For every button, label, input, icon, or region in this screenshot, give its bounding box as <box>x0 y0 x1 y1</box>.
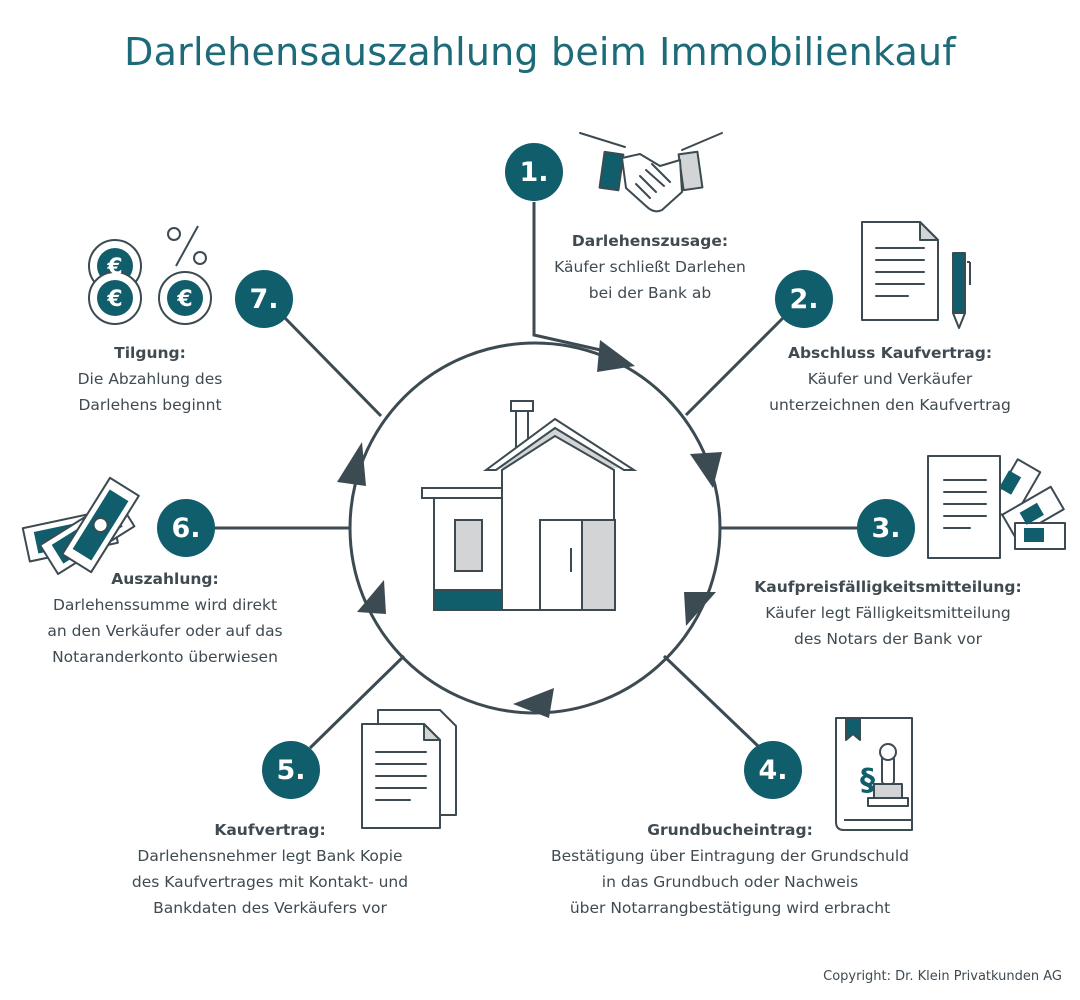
step-1-text: Darlehenszusage: Käufer schließt Darlehe… <box>530 228 770 306</box>
svg-text:€: € <box>176 287 192 312</box>
step-5-text: Kaufvertrag: Darlehensnehmer legt Bank K… <box>105 817 435 921</box>
house-icon <box>421 400 638 611</box>
step-3-text: Kaufpreisfälligkeitsmitteilung: Käufer l… <box>738 574 1038 652</box>
step-3-badge: 3. <box>857 499 915 557</box>
connector-step-2 <box>684 316 785 417</box>
step-5-description: Darlehensnehmer legt Bank Kopie des Kauf… <box>131 847 409 917</box>
page-title: Darlehensauszahlung beim Immobilienkauf <box>124 30 956 74</box>
banknotes-icon <box>21 476 140 575</box>
cycle-arrow <box>684 592 716 626</box>
step-7-badge: 7. <box>235 270 293 328</box>
step-2-heading: Abschluss Kaufvertrag: <box>787 344 993 362</box>
step-1-description: Käufer schließt Darlehen bei der Bank ab <box>554 258 746 302</box>
contract-pen-icon <box>861 221 971 329</box>
connector-step-1 <box>532 202 606 353</box>
step-2-description: Käufer und Verkäufer unterzeichnen den K… <box>769 370 1011 414</box>
euro-coins-percent-icon: € € € <box>88 225 212 325</box>
svg-text:€: € <box>106 287 122 312</box>
step-7-description: Die Abzahlung des Darlehens beginnt <box>77 370 223 414</box>
step-3-description: Käufer legt Fälligkeitsmitteilung des No… <box>765 604 1011 648</box>
step-2-text: Abschluss Kaufvertrag: Käufer und Verkäu… <box>740 340 1040 418</box>
cycle-arrow <box>337 442 366 486</box>
step-5-heading: Kaufvertrag: <box>214 821 326 839</box>
connector-step-4 <box>662 654 760 748</box>
step-1-badge: 1. <box>505 143 563 201</box>
step-6-description: Darlehenssumme wird direkt an den Verkäu… <box>47 596 283 666</box>
cycle-arrow <box>357 580 386 614</box>
step-4-heading: Grundbucheintrag: <box>647 821 813 839</box>
cycle-arrow <box>597 340 635 372</box>
step-6-heading: Auszahlung: <box>111 570 219 588</box>
svg-text:€: € <box>106 255 122 280</box>
step-4-description: Bestätigung über Eintragung der Grundsch… <box>550 847 909 917</box>
step-4-badge: 4. <box>744 741 802 799</box>
handshake-icon <box>579 132 723 213</box>
step-7-heading: Tilgung: <box>114 344 186 362</box>
step-2-badge: 2. <box>775 270 833 328</box>
cycle-arrow <box>690 452 722 488</box>
document-money-icon <box>927 455 1066 559</box>
connector-step-5 <box>308 654 406 750</box>
step-6-badge: 6. <box>157 499 215 557</box>
step-4-text: Grundbucheintrag: Bestätigung über Eintr… <box>520 817 940 921</box>
step-1-heading: Darlehenszusage: <box>571 232 729 250</box>
step-6-text: Auszahlung: Darlehenssumme wird direkt a… <box>25 566 305 670</box>
connector-step-7 <box>283 316 383 418</box>
land-register-stamp-icon <box>835 717 913 831</box>
copyright-note: Copyright: Dr. Klein Privatkunden AG <box>823 969 1062 984</box>
step-5-badge: 5. <box>262 741 320 799</box>
step-3-heading: Kaufpreisfälligkeitsmitteilung: <box>754 578 1022 596</box>
step-7-text: Tilgung: Die Abzahlung des Darlehens beg… <box>40 340 260 418</box>
connectors <box>214 202 857 750</box>
cycle-arrows <box>337 340 722 718</box>
documents-copy-icon <box>361 709 457 829</box>
cycle-arrow <box>513 688 554 718</box>
paragraph-icon: § <box>860 763 875 798</box>
